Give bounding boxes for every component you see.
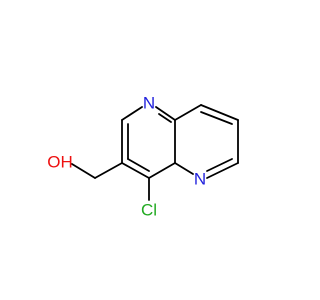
bond-c6-n5 xyxy=(206,162,239,179)
bond-c8-c7-double xyxy=(200,111,233,125)
bond-c8-c7 xyxy=(200,104,239,121)
bond-c4a-c4 xyxy=(148,162,176,179)
bond-c8a-c8 xyxy=(174,104,202,121)
bond-n1-c8a-double xyxy=(158,113,172,123)
bond-c3-ch2 xyxy=(94,162,123,179)
bond-c2-n1 xyxy=(121,106,143,121)
bond-c6-n5-double xyxy=(206,158,233,172)
bond-n1-c8a xyxy=(155,106,176,121)
atom-n-bottom: N xyxy=(194,169,206,188)
bond-c4-c3-double xyxy=(127,158,150,172)
bond-c4-c3 xyxy=(121,162,150,179)
atom-cl: Cl xyxy=(141,200,157,219)
atom-n-top: N xyxy=(143,93,155,112)
bond-ch2-o xyxy=(71,163,96,179)
bond-n5-c4a xyxy=(174,162,194,175)
atom-oh: OH xyxy=(47,152,73,171)
molecule-structure: N N OH Cl xyxy=(47,93,239,219)
